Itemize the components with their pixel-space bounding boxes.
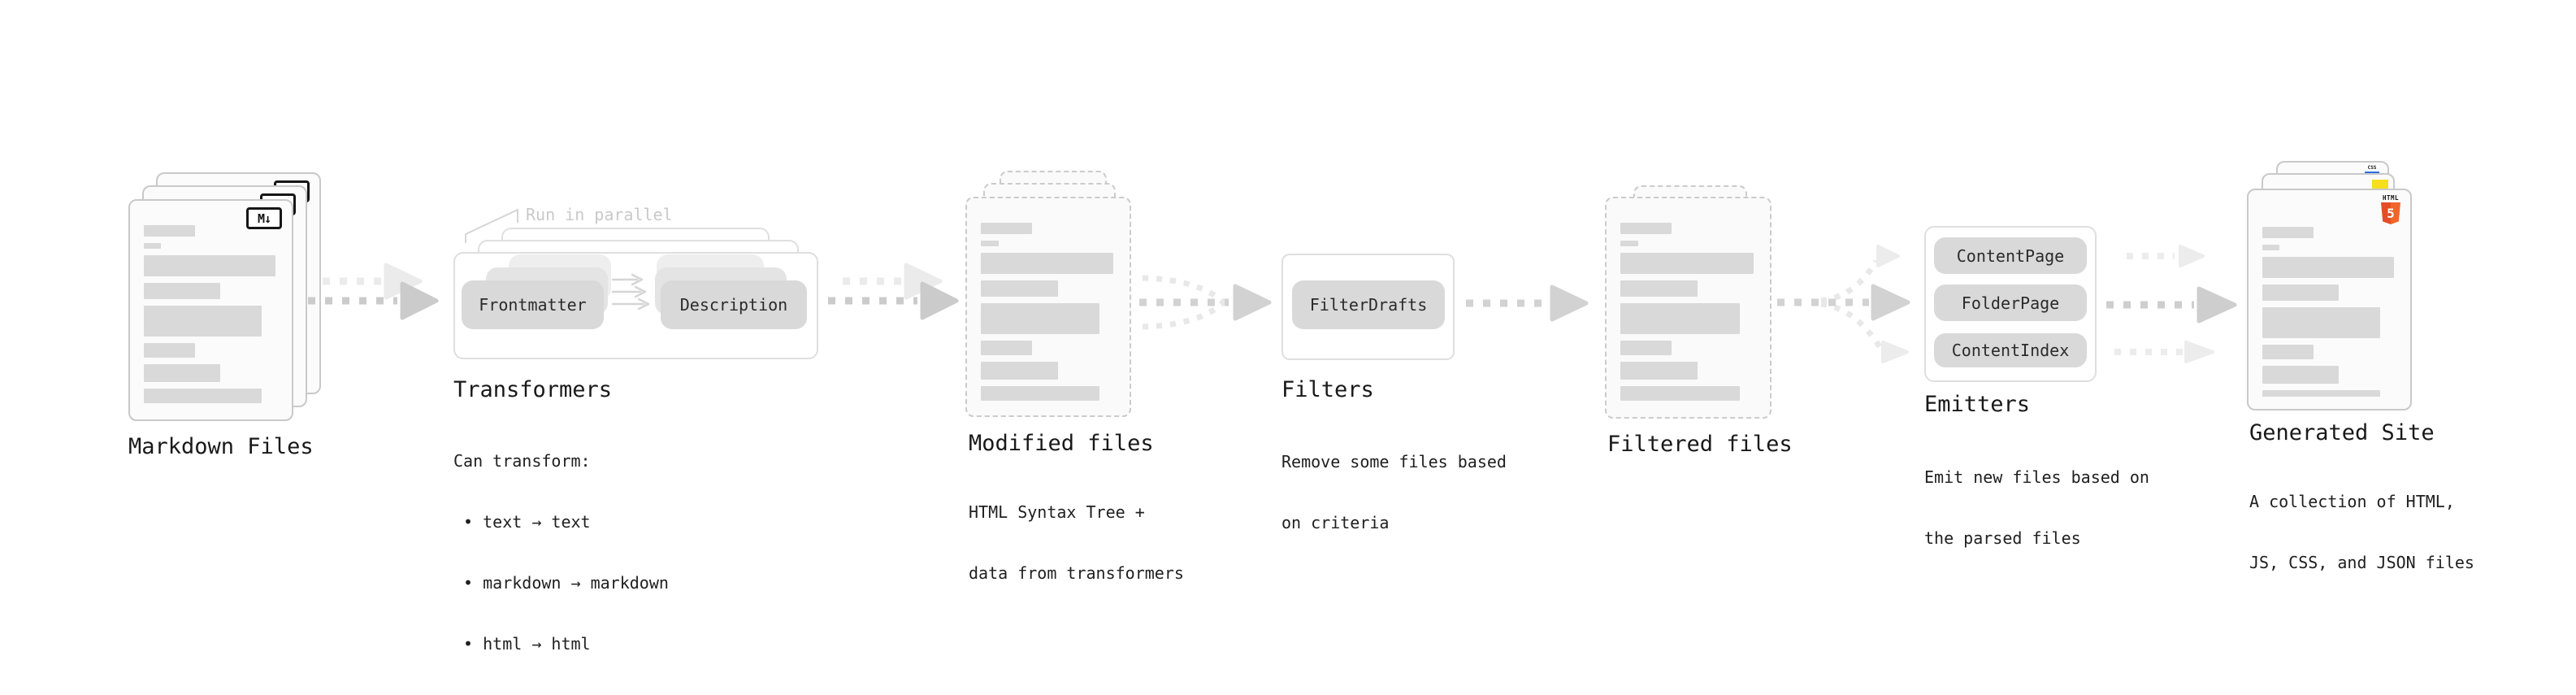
dark-dashed-arrow <box>828 281 959 320</box>
doc-bar <box>981 223 1033 234</box>
doc-bar <box>144 255 275 276</box>
stage-title-generated-site: Generated Site <box>2249 420 2435 445</box>
run-in-parallel-note: Run in parallel <box>526 205 673 224</box>
description-line: JS, CSS, and JSON files <box>2249 553 2474 572</box>
doc-bar <box>144 306 262 337</box>
stage-title-filtered-files: Filtered files <box>1607 432 1793 457</box>
filters-description: Remove some files based on criteria <box>1281 411 1507 574</box>
arrow-filtered-to-emitters-diverging <box>1777 245 1910 363</box>
doc-bar <box>981 386 1100 401</box>
doc-bar <box>2262 390 2381 397</box>
markdown-doc-front: M↓ <box>128 199 293 421</box>
doc-bar <box>981 280 1058 297</box>
doc-bar <box>981 341 1033 355</box>
description-line: on criteria <box>1281 513 1390 532</box>
js-logo-icon <box>2372 180 2388 189</box>
stage-title-emitters: Emitters <box>1924 392 2031 417</box>
stage-title-markdown-files: Markdown Files <box>128 434 314 459</box>
frontmatter-pill: Frontmatter <box>462 280 604 329</box>
doc-bar <box>2262 227 2314 238</box>
css-logo-icon: CSS <box>2365 165 2379 174</box>
light-dashed-arrow-bottom <box>2114 341 2214 363</box>
description-pill: Description <box>661 280 807 329</box>
description-line: Can transform: <box>453 451 591 471</box>
doc-bar <box>1620 241 1638 246</box>
doc-content-placeholder <box>981 223 1116 403</box>
emitters-description: Emit new files based on the parsed files <box>1924 427 2149 589</box>
doc-bar <box>981 253 1113 274</box>
doc-bar <box>1620 362 1698 380</box>
stage-title-filters: Filters <box>1281 377 1374 402</box>
doc-bar <box>2262 285 2340 301</box>
filtered-doc-front <box>1605 197 1772 419</box>
description-line: data from transformers <box>969 563 1184 583</box>
arrowhead <box>1233 284 1272 321</box>
html5-logo-word: HTML <box>2382 194 2400 202</box>
arrow-markdown-to-transformers <box>308 263 439 320</box>
contentpage-pill: ContentPage <box>1934 237 2087 274</box>
doc-bar <box>144 243 162 249</box>
arrow-transformers-to-modified <box>828 263 959 320</box>
doc-bar <box>1620 280 1698 297</box>
arrow-filters-to-filtered <box>1466 285 1589 322</box>
note-callout-line <box>465 208 518 243</box>
arrowhead-bottom <box>1881 341 1909 363</box>
doc-bar <box>2262 307 2381 338</box>
doc-bar <box>1620 253 1754 274</box>
doc-bar <box>144 343 195 358</box>
doc-content-placeholder <box>144 225 278 407</box>
doc-bar <box>144 225 195 237</box>
doc-bar <box>144 389 262 403</box>
doc-bar <box>1620 386 1740 401</box>
html5-logo-icon: HTML 5 <box>2381 194 2400 224</box>
parallel-flow-arrows-icon <box>611 273 650 311</box>
dark-dashed-arrow <box>308 281 439 320</box>
markdown-logo-icon: M↓ <box>246 207 282 229</box>
stage-title-modified-files: Modified files <box>969 431 1154 456</box>
dark-dashed-arrow-middle <box>2106 286 2237 324</box>
arrowhead-top <box>1876 245 1900 267</box>
contentindex-pill: ContentIndex <box>1934 333 2087 367</box>
doc-bar <box>144 364 221 382</box>
description-line: the parsed files <box>1924 528 2081 548</box>
doc-bar <box>981 303 1100 334</box>
html5-logo-shield: 5 <box>2381 202 2400 224</box>
filterdrafts-pill: FilterDrafts <box>1292 280 1445 329</box>
transformers-description: Can transform: • text → text • markdown … <box>453 410 669 695</box>
description-line: • html → html <box>453 634 591 654</box>
description-line: Remove some files based <box>1281 452 1507 471</box>
description-line: • text → text <box>453 512 591 532</box>
stage-title-transformers: Transformers <box>453 377 613 402</box>
doc-bar <box>1620 303 1740 334</box>
diverging-curve-top <box>1820 259 1880 304</box>
description-line: HTML Syntax Tree + <box>969 502 1145 522</box>
doc-bar <box>1620 223 1672 234</box>
arrow-emitters-to-generated <box>2106 245 2237 363</box>
description-line: Emit new files based on <box>1924 467 2149 487</box>
description-line: • markdown → markdown <box>453 573 669 593</box>
modified-description: HTML Syntax Tree + data from transformer… <box>969 462 1184 624</box>
doc-bar <box>981 362 1058 380</box>
doc-content-placeholder <box>2262 227 2396 397</box>
converging-curve-bottom <box>1142 297 1229 330</box>
modified-doc-front <box>965 197 1131 417</box>
arrowhead-middle <box>1871 284 1910 321</box>
generated-doc-front: HTML 5 <box>2247 189 2412 410</box>
doc-bar <box>2262 245 2280 250</box>
doc-bar <box>2262 366 2340 384</box>
light-dashed-arrow-top <box>2127 245 2205 267</box>
doc-bar <box>1620 341 1672 355</box>
doc-bar <box>2262 345 2314 359</box>
folderpage-pill: FolderPage <box>1934 285 2087 321</box>
arrowhead <box>1550 285 1589 322</box>
converging-curve-top <box>1142 275 1229 308</box>
arrow-modified-to-filters-converging <box>1139 275 1272 330</box>
description-line: A collection of HTML, <box>2249 492 2455 511</box>
doc-bar <box>981 241 999 246</box>
doc-content-placeholder <box>1620 223 1756 405</box>
doc-bar <box>144 283 221 299</box>
generated-description: A collection of HTML, JS, CSS, and JSON … <box>2249 451 2474 614</box>
doc-bar <box>2262 257 2394 278</box>
